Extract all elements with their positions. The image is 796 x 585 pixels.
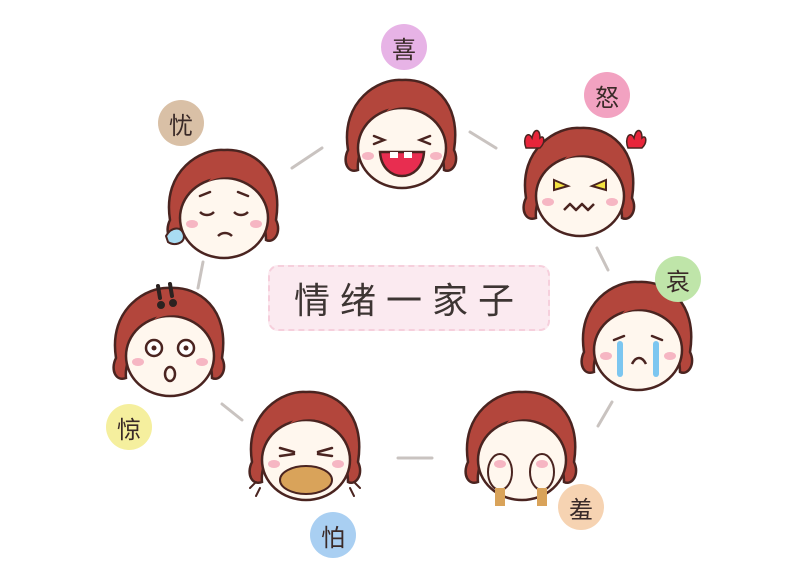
- face-you: [166, 148, 280, 260]
- label-xi-text: 喜: [392, 35, 416, 64]
- label-xiu: 羞: [558, 484, 604, 530]
- title-banner: 情绪一家子: [268, 265, 550, 331]
- face-nu: [522, 126, 647, 238]
- label-you-text: 忧: [169, 111, 193, 140]
- exclamation-marks: [156, 282, 177, 309]
- connector-you-xi: [290, 146, 324, 170]
- connector-nu-ai: [595, 246, 610, 272]
- label-pa-text: 怕: [321, 523, 345, 552]
- face-xi: [344, 78, 458, 190]
- diagram-title: 情绪一家子: [293, 281, 524, 322]
- label-jing-text: 惊: [117, 415, 141, 444]
- label-you: 忧: [158, 100, 204, 146]
- label-ai: 哀: [655, 256, 701, 302]
- connector-xi-nu: [468, 130, 498, 150]
- face-jing: [112, 286, 226, 398]
- label-ai-text: 哀: [666, 267, 690, 296]
- label-nu-text: 怒: [595, 83, 619, 112]
- connector-jing-you: [196, 260, 205, 290]
- connector-ai-xiu: [596, 400, 614, 428]
- connectors: [196, 130, 614, 460]
- connector-pa-jing: [220, 402, 244, 422]
- face-pa: [248, 390, 362, 502]
- label-xiu-text: 羞: [569, 495, 593, 524]
- face-ai: [580, 280, 694, 392]
- label-jing: 惊: [106, 404, 152, 450]
- label-nu: 怒: [584, 72, 630, 118]
- label-pa: 怕: [310, 512, 356, 558]
- sweat-drop-icon: [164, 227, 186, 245]
- face-xiu: [464, 390, 578, 506]
- label-xi: 喜: [381, 24, 427, 70]
